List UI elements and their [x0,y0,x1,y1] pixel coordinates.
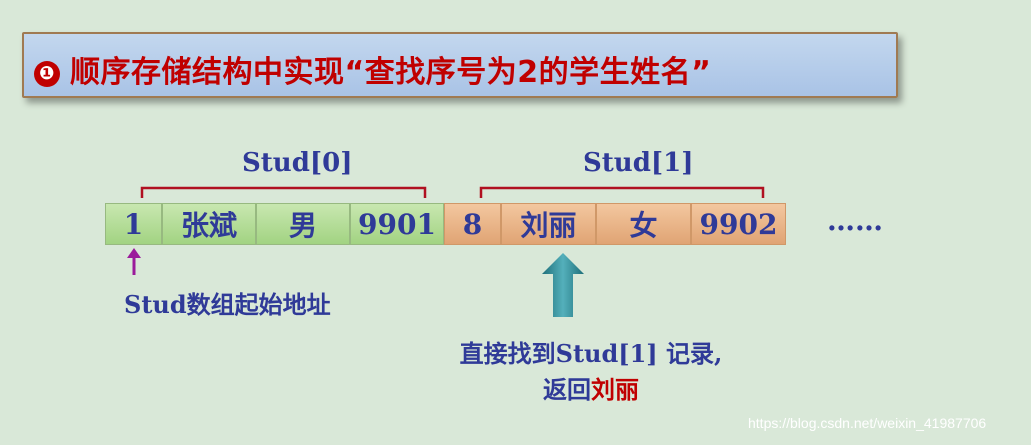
annotation-line-1: 直接找到Stud[1] 记录, [459,339,723,368]
cell-no-1: 1 [105,203,162,245]
ellipsis: …… [827,204,883,237]
lookup-arrow-icon [542,253,584,317]
cell-name-1: 张斌 [162,203,256,245]
title-text: ❶ 顺序存储结构中实现“查找序号为2的学生姓名” [34,47,711,91]
group-label-stud0: Stud[0] [242,148,353,178]
bullet-icon: ❶ [34,61,60,87]
title-label: 顺序存储结构中实现“查找序号为2的学生姓名” [70,55,712,90]
group-label-stud1: Stud[1] [583,148,694,178]
cell-sex-2: 女 [596,203,691,245]
result-name: 刘丽 [591,375,639,404]
watermark: https://blog.csdn.net/weixin_41987706 [748,415,987,431]
cell-id-1: 9901 [350,203,444,245]
cell-id-2: 9902 [691,203,786,245]
annotation-line-2: 返回刘丽 [543,375,639,404]
cell-sex-1: 男 [256,203,350,245]
bracket-stud1 [479,186,765,198]
cell-name-2: 刘丽 [501,203,596,245]
start-address-note: Stud数组起始地址 [124,290,331,319]
lookup-annotation: 直接找到Stud[1] 记录, 返回刘丽 [436,336,746,408]
start-address-arrow-icon [127,248,141,275]
cell-no-2: 8 [444,203,501,245]
title-banner: ❶ 顺序存储结构中实现“查找序号为2的学生姓名” [22,32,898,98]
bracket-stud0 [140,186,427,198]
